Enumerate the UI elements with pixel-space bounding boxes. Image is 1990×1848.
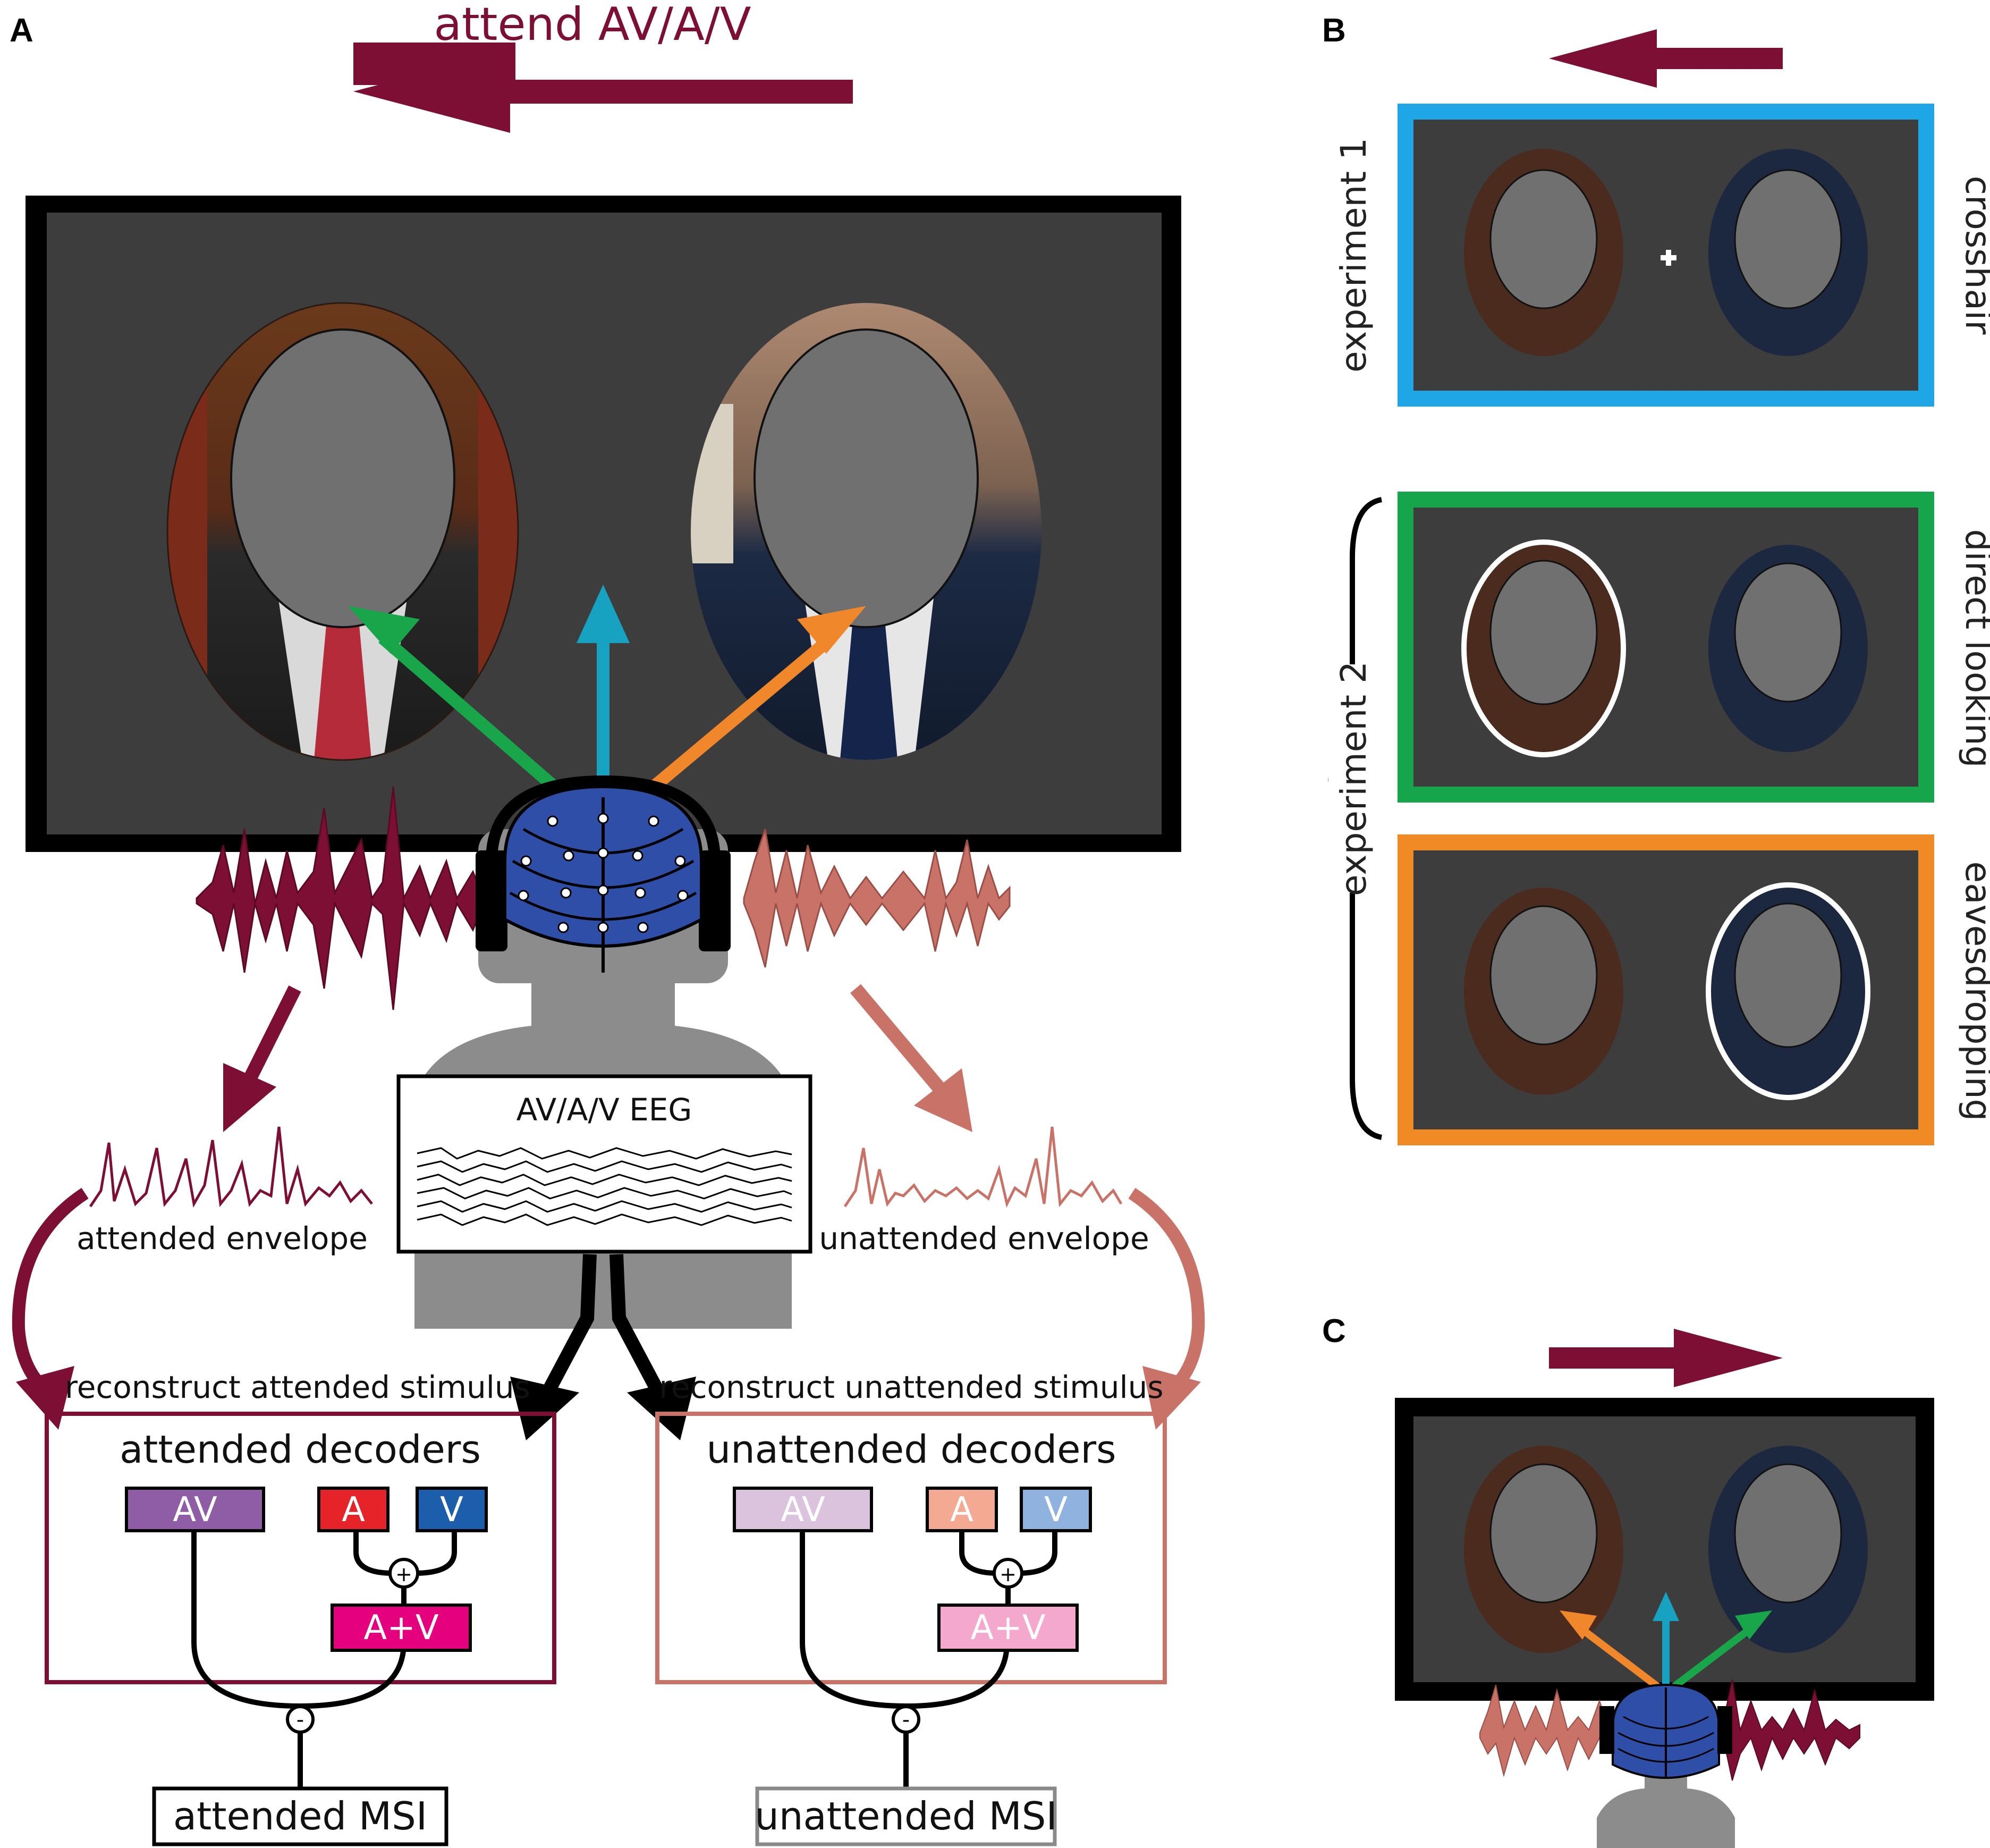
- unattended-minus-node: [892, 1705, 920, 1734]
- face-oval-icon: [1489, 1463, 1598, 1604]
- attended-sum-decoder: [331, 1604, 472, 1652]
- attended-sum-label: A+V: [363, 1608, 438, 1648]
- face-oval-icon: [1734, 562, 1842, 703]
- attended-decoders-box: [45, 1412, 556, 1684]
- panel-b-letter: B: [1322, 12, 1346, 49]
- unattended-msi-box: [755, 1786, 1057, 1846]
- attended-v-decoder: [416, 1487, 488, 1532]
- unattended-minus-sign: -: [902, 1708, 910, 1732]
- left-arrow-icon: [1549, 29, 1783, 88]
- unattended-msi-label: unattended MSI: [755, 1794, 1057, 1838]
- unattended-sum-label: A+V: [970, 1608, 1045, 1648]
- unattended-a-label: A: [950, 1490, 973, 1530]
- attended-a-label: A: [342, 1490, 365, 1530]
- unattended-sum-decoder: [937, 1604, 1079, 1652]
- face-oval-icon: [1489, 560, 1598, 705]
- attend-arrow-icon: [353, 50, 853, 133]
- attended-minus-sign: -: [297, 1708, 304, 1732]
- face-oval-icon: [1734, 169, 1842, 309]
- attended-envelope-arrow: [223, 985, 301, 1132]
- unattended-av-decoder: [733, 1487, 873, 1532]
- experiment-1-label: experiment 1: [1333, 138, 1374, 373]
- unattended-plus-node: [993, 1558, 1023, 1589]
- unattended-envelope-arrow: [850, 984, 972, 1132]
- face-oval-icon: [1489, 905, 1598, 1045]
- attended-msi-box: [152, 1786, 448, 1846]
- panel-c-head-icon: [1597, 1683, 1735, 1848]
- eeg-to-decoders-arrows: [510, 1254, 696, 1440]
- panel-c-gaze-arrows: [1560, 1592, 1772, 1696]
- attended-av-decoder: [125, 1487, 265, 1532]
- attended-envelope: [89, 1126, 373, 1208]
- unattended-plus-sign: +: [1000, 1563, 1017, 1586]
- face-oval-icon: [1734, 1463, 1842, 1604]
- face-oval-icon: [1489, 169, 1598, 309]
- condition-direct-looking-label: direct looking: [1958, 529, 1990, 767]
- unattended-decoders-box: [655, 1412, 1167, 1684]
- attended-minus-node: [286, 1705, 315, 1734]
- panel-c-attended-waveform: [1713, 1679, 1860, 1781]
- unattended-av-label: AV: [781, 1490, 825, 1530]
- face-oval-icon: [1734, 902, 1842, 1048]
- condition-crosshair-label: crosshair: [1958, 176, 1990, 335]
- headphones-icon: [476, 775, 731, 951]
- face-oval-icon: [230, 328, 455, 628]
- panel-c-letter: C: [1322, 1313, 1346, 1349]
- unattended-envelope-label: unattended envelope: [819, 1220, 1149, 1256]
- unattended-decoders-title: unattended decoders: [706, 1427, 1116, 1472]
- reconstruct-attended-label: reconstruct attended stimulus: [65, 1369, 530, 1405]
- attended-plus-sign: +: [395, 1563, 412, 1586]
- attended-msi-label: attended MSI: [173, 1794, 427, 1838]
- right-arrow-icon: [1549, 1329, 1783, 1387]
- attended-envelope-label: attended envelope: [77, 1220, 368, 1256]
- crosshair-icon: [1661, 250, 1676, 266]
- condition-eavesdropping-label: eavesdropping: [1958, 862, 1990, 1121]
- unattended-v-label: V: [1044, 1490, 1068, 1530]
- reconstruct-unattended-label: reconstruct unattended stimulus: [659, 1369, 1163, 1405]
- unattended-a-decoder: [926, 1487, 998, 1532]
- unattended-envelope: [843, 1126, 1123, 1208]
- eeg-box-title: AV/A/V EEG: [516, 1092, 692, 1128]
- attended-av-label: AV: [173, 1490, 217, 1530]
- unattended-v-decoder: [1020, 1487, 1092, 1532]
- attended-plus-node: [388, 1558, 419, 1589]
- eeg-traces: [417, 1147, 792, 1226]
- panel-a-letter: A: [10, 12, 33, 49]
- unattended-audio-waveform: [743, 829, 1011, 968]
- attended-decoders-title: attended decoders: [120, 1427, 481, 1472]
- experiment-2-label: experiment 2: [1333, 661, 1374, 896]
- attended-a-decoder: [317, 1487, 389, 1532]
- face-oval-icon: [753, 328, 979, 628]
- eeg-cap-icon: [503, 784, 703, 973]
- attended-v-label: V: [440, 1490, 463, 1530]
